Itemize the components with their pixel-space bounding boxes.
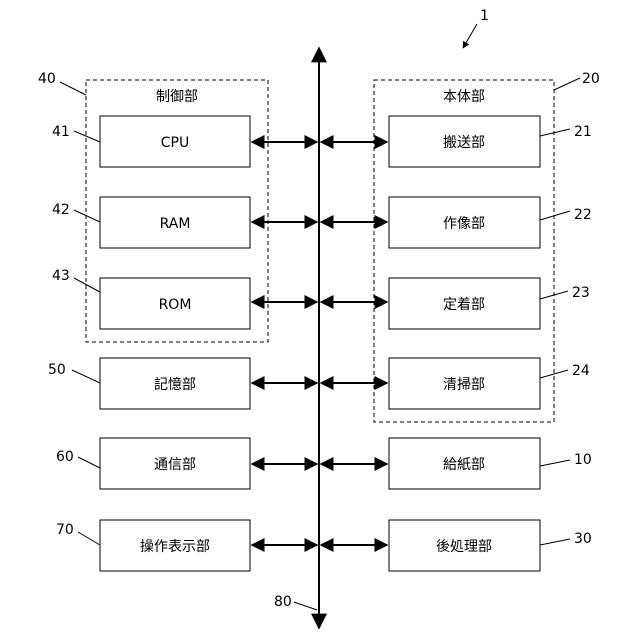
left-block-cpu: CPU 41: [52, 116, 317, 167]
left-block-rom: ROM 43: [52, 268, 317, 329]
figure-ref-arrow: [463, 24, 477, 48]
right-block-fixing: 定着部 23: [321, 278, 590, 329]
right-block-ref: 21: [574, 124, 592, 140]
right-block-cleaning: 清掃部 24: [321, 358, 590, 409]
left-block-comm: 通信部 60: [56, 438, 317, 489]
left-block-label: RAM: [160, 216, 191, 232]
right-block-paper-feed: 給紙部 10: [321, 438, 592, 489]
left-block-label: 記憶部: [154, 376, 196, 393]
left-block-storage: 記憶部 50: [48, 358, 317, 409]
right-block-image-forming: 作像部 22: [321, 197, 592, 248]
body-group-ref: 20: [582, 71, 600, 87]
right-block-ref: 22: [574, 207, 592, 223]
right-block-ref: 23: [572, 285, 590, 301]
left-block-ref: 42: [52, 202, 70, 218]
body-group-leader: [554, 78, 580, 90]
figure-ref-label: 1: [480, 8, 489, 24]
left-block-ref: 41: [52, 124, 70, 140]
body-group-title: 本体部: [443, 89, 485, 105]
right-block-label: 給紙部: [443, 457, 485, 473]
left-block-label: CPU: [161, 135, 189, 151]
left-block-ref: 70: [56, 522, 74, 538]
left-block-ram: RAM 42: [52, 197, 317, 248]
right-block-post-processing: 後処理部 30: [321, 520, 592, 571]
left-block-label: 操作表示部: [140, 539, 210, 555]
right-block-label: 搬送部: [443, 135, 485, 151]
right-block-label: 後処理部: [436, 539, 492, 555]
right-block-ref: 24: [572, 363, 590, 379]
left-block-operation-display: 操作表示部 70: [56, 520, 317, 571]
left-block-label: 通信部: [154, 457, 196, 473]
left-block-ref: 60: [56, 449, 74, 465]
left-block-ref: 43: [52, 268, 70, 284]
right-block-label: 作像部: [443, 216, 485, 232]
control-group-title: 制御部: [156, 89, 198, 105]
bus-ref-leader: [294, 602, 317, 610]
right-block-conveyance: 搬送部 21: [321, 116, 592, 167]
right-block-label: 定着部: [443, 297, 485, 313]
left-block-ref: 50: [48, 362, 66, 378]
right-block-label: 清掃部: [443, 376, 485, 393]
bus-ref-label: 80: [274, 594, 292, 610]
right-block-ref: 30: [574, 531, 592, 547]
left-block-label: ROM: [159, 297, 192, 313]
control-group-ref: 40: [38, 71, 56, 87]
control-group-leader: [60, 82, 86, 95]
right-block-ref: 10: [574, 452, 592, 468]
